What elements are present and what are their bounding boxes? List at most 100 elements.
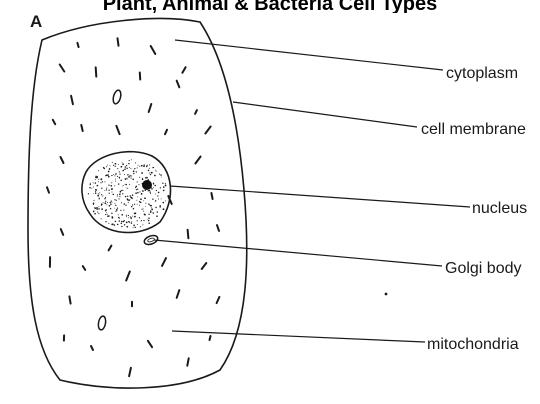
nucleus-stipple-dot xyxy=(117,207,118,208)
nucleus-stipple-dot xyxy=(128,217,129,218)
nucleus-stipple-dot xyxy=(107,174,109,176)
nucleus-stipple-dot xyxy=(131,223,132,224)
nucleus-stipple-dot xyxy=(106,212,107,213)
nucleus-stipple-dot xyxy=(104,168,105,169)
mitochondrion-small xyxy=(205,127,210,134)
nucleus-stipple-dot xyxy=(142,179,144,181)
mitochondrion-small xyxy=(83,266,85,270)
nucleus-stipple-dot xyxy=(98,181,99,182)
mitochondrion-small xyxy=(211,193,212,199)
nucleus-stipple-dot xyxy=(104,198,105,199)
nucleus-stipple-dot xyxy=(108,223,109,224)
nucleus-stipple-dot xyxy=(122,162,123,163)
mitochondrion-small xyxy=(126,272,130,281)
nucleus-stipple-dot xyxy=(106,188,107,189)
nucleus-stipple-dot xyxy=(108,185,109,186)
nucleus-stipple-dot xyxy=(94,213,96,215)
nucleus-stipple-dot xyxy=(98,213,99,214)
nucleus-stipple-dot xyxy=(133,227,134,228)
nucleus-stipple-dot xyxy=(118,214,119,215)
nucleus-stipple-dot xyxy=(95,191,96,192)
nucleus-stipple-dot xyxy=(137,192,139,194)
nucleus-stipple-dot xyxy=(160,175,161,176)
nucleus-stipple-dot xyxy=(114,208,115,209)
nucleus-stipple-dot xyxy=(126,226,128,228)
nucleus-stipple-dot xyxy=(144,198,146,200)
nucleus-stipple-dot xyxy=(116,209,118,211)
nucleus-stipple-dot xyxy=(119,218,120,219)
nucleus-stipple-dot xyxy=(163,186,165,188)
nucleus-stipple-dot xyxy=(151,207,152,208)
nucleus-stipple-dot xyxy=(131,176,132,177)
mitochondrion-small xyxy=(60,65,65,72)
nucleus-stipple-dot xyxy=(145,177,146,178)
nucleus-stipple-dot xyxy=(108,171,110,173)
stray-dot xyxy=(385,293,388,296)
label-cytoplasm: cytoplasm xyxy=(446,65,518,82)
nucleus-stipple-dot xyxy=(111,200,112,201)
nucleus-stipple-dot xyxy=(149,190,151,192)
nucleus-stipple-dot xyxy=(147,219,148,220)
nucleus-stipple-dot xyxy=(125,166,127,168)
nucleus-stipple-dot xyxy=(141,172,143,174)
nucleus-stipple-dot xyxy=(99,199,100,200)
nucleus-stipple-dot xyxy=(156,171,157,172)
nucleus-stipple-dot xyxy=(161,198,162,199)
nucleus-stipple-dot xyxy=(108,176,110,178)
nucleus-stipple-dot xyxy=(119,177,120,178)
nucleus-stipple-dot xyxy=(149,205,150,206)
nucleus-stipple-dot xyxy=(151,172,153,174)
nucleus-stipple-dot xyxy=(122,163,124,165)
nucleus-stipple-dot xyxy=(105,221,106,222)
nucleus-stipple-dot xyxy=(138,165,139,166)
mitochondrion-small xyxy=(148,341,152,347)
nucleus-stipple-dot xyxy=(123,210,124,211)
nucleus-stipple-dot xyxy=(127,196,128,197)
nucleus-stipple-dot xyxy=(105,214,106,215)
nucleus-stipple-dot xyxy=(143,220,144,221)
nucleus-stipple-dot xyxy=(150,205,151,206)
nucleus-stipple-dot xyxy=(161,177,162,178)
nucleus-stipple-dot xyxy=(126,168,127,169)
nucleus-stipple-dot xyxy=(96,207,98,209)
nucleus-stipple-dot xyxy=(112,202,113,203)
nucleus-stipple-dot xyxy=(138,184,139,185)
nucleus-stipple-dot xyxy=(137,224,138,225)
nucleus-stipple-dot xyxy=(126,215,127,216)
nucleus-stipple-dot xyxy=(118,217,120,219)
nucleus-stipple-dot xyxy=(93,193,94,194)
nucleus-stipple-dot xyxy=(131,206,132,207)
nucleus-stipple-dot xyxy=(148,220,149,221)
nucleus-stipple-dot xyxy=(152,167,153,168)
nucleus-stipple-dot xyxy=(137,181,138,182)
nucleus-stipple-dot xyxy=(110,185,112,187)
mitochondrion-small xyxy=(96,67,97,76)
nucleus-stipple-dot xyxy=(134,204,135,205)
nucleus-stipple-dot xyxy=(139,205,140,206)
nucleus-stipple-dot xyxy=(114,175,115,176)
nucleus-stipple-dot xyxy=(148,217,150,219)
nucleus-stipple-dot xyxy=(151,209,153,211)
nucleus-stipple-dot xyxy=(149,164,150,165)
nucleus-stipple-dot xyxy=(111,175,112,176)
nucleus-stipple-dot xyxy=(139,177,140,178)
nucleus-stipple-dot xyxy=(106,204,107,205)
nucleus-stipple-dot xyxy=(93,211,95,213)
nucleus-stipple-dot xyxy=(109,205,111,207)
nucleus-stipple-dot xyxy=(133,173,134,174)
nucleus-stipple-dot xyxy=(150,193,151,194)
nucleus-stipple-dot xyxy=(100,178,102,180)
mitochondrion-small xyxy=(151,46,156,54)
nucleus-stipple-dot xyxy=(101,194,102,195)
nucleus-stipple-dot xyxy=(122,186,123,187)
nucleus-stipple-dot xyxy=(122,193,123,194)
nucleus-stipple-dot xyxy=(119,193,120,194)
nucleus-stipple-dot xyxy=(152,199,153,200)
nucleus-stipple-dot xyxy=(137,196,138,197)
nucleus-stipple-dot xyxy=(106,189,107,190)
nucleus-stipple-dot xyxy=(139,166,140,167)
nucleus-stipple-dot xyxy=(93,182,94,183)
nucleus-stipple-dot xyxy=(148,170,150,172)
nucleus-stipple-dot xyxy=(151,188,153,190)
